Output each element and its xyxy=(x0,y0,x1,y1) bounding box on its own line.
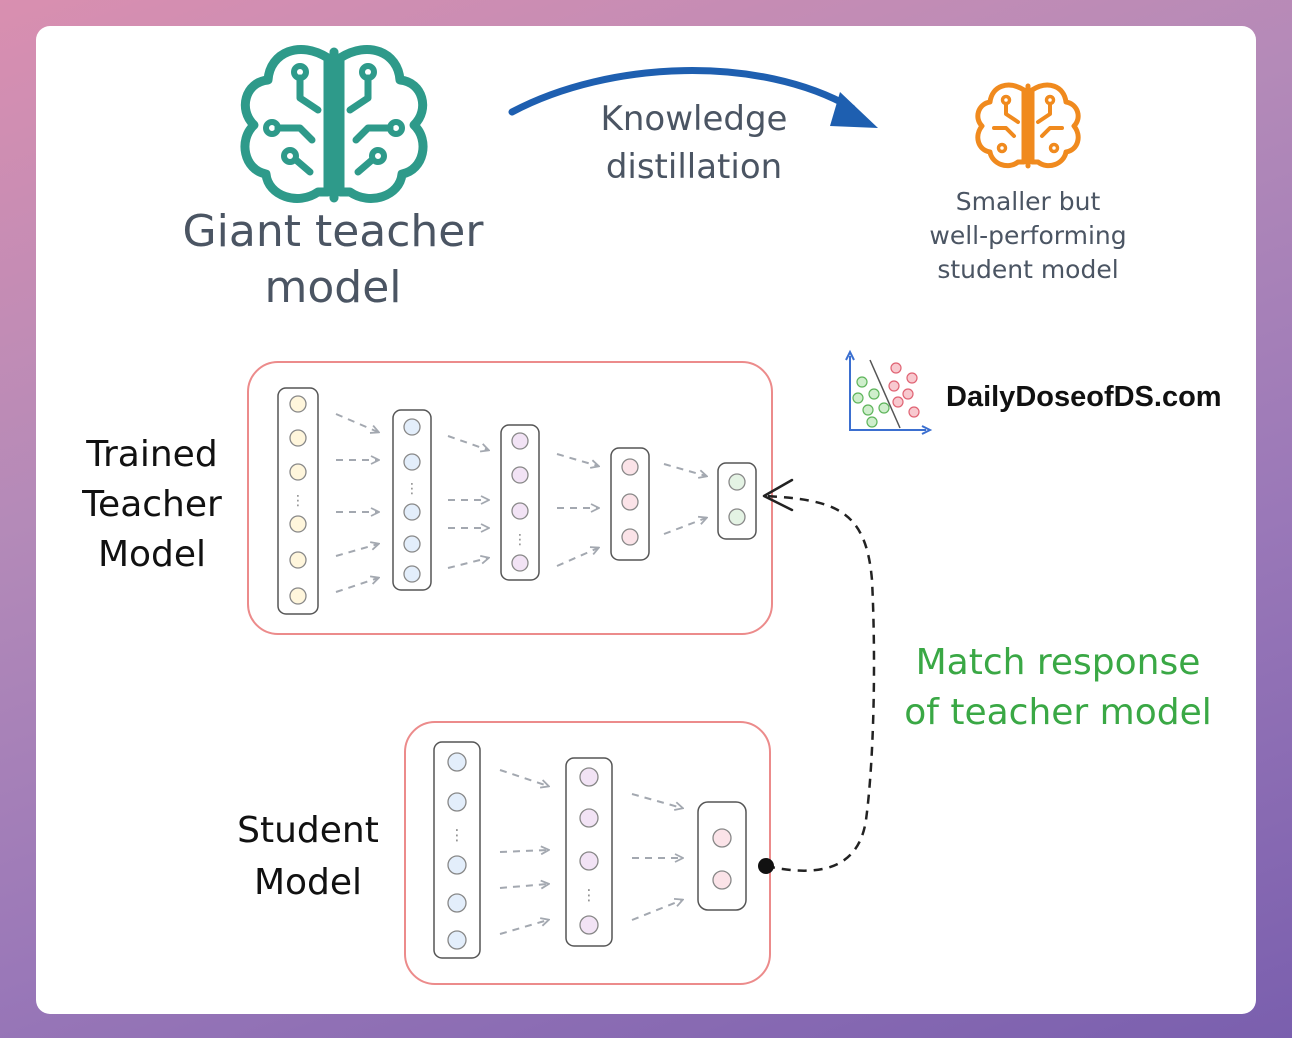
svg-text:⋮: ⋮ xyxy=(405,481,419,497)
student-block-line1: Student xyxy=(237,810,379,851)
svg-text:⋮: ⋮ xyxy=(450,826,465,844)
svg-text:⋮: ⋮ xyxy=(291,493,305,509)
teacher-block-line2: Teacher xyxy=(81,484,222,525)
student-label-line1: Smaller but xyxy=(956,187,1101,216)
match-label-line1: Match response xyxy=(916,642,1201,683)
teacher-output-layer xyxy=(717,462,757,540)
student-brain-icon xyxy=(975,82,1081,169)
student-network-box xyxy=(404,721,771,985)
student-connection-arrows xyxy=(499,769,682,935)
svg-text:⋮: ⋮ xyxy=(582,886,597,904)
student-output-layer xyxy=(697,801,747,911)
student-layer-2: ⋮ xyxy=(565,757,613,947)
brand-logo-icon xyxy=(845,349,933,435)
student-block-line2: Model xyxy=(254,862,362,903)
distillation-label-line2: distillation xyxy=(606,147,782,187)
match-connector-arrow xyxy=(758,478,876,874)
teacher-layer-4 xyxy=(610,447,650,561)
teacher-block-line3: Model xyxy=(98,534,206,575)
teacher-block-line1: Trained xyxy=(85,434,217,475)
teacher-layer-1: ⋮ xyxy=(277,387,319,615)
teacher-layer-2: ⋮ xyxy=(392,409,432,591)
student-label-line3: student model xyxy=(937,255,1118,284)
distillation-arrow xyxy=(508,67,878,128)
student-label-line2: well-performing xyxy=(929,221,1126,250)
teacher-network-box xyxy=(247,361,773,635)
teacher-brain-icon xyxy=(240,45,428,203)
match-label-line2: of teacher model xyxy=(904,692,1212,733)
teacher-connection-arrows xyxy=(335,413,706,593)
teacher-label-line2: model xyxy=(264,262,401,313)
svg-text:⋮: ⋮ xyxy=(513,532,527,548)
distillation-label-line1: Knowledge xyxy=(601,99,788,139)
brand-name: DailyDoseofDS.com xyxy=(946,381,1222,413)
teacher-layer-3: ⋮ xyxy=(500,424,540,581)
teacher-label-line1: Giant teacher xyxy=(183,206,485,257)
student-layer-1: ⋮ xyxy=(433,741,481,959)
